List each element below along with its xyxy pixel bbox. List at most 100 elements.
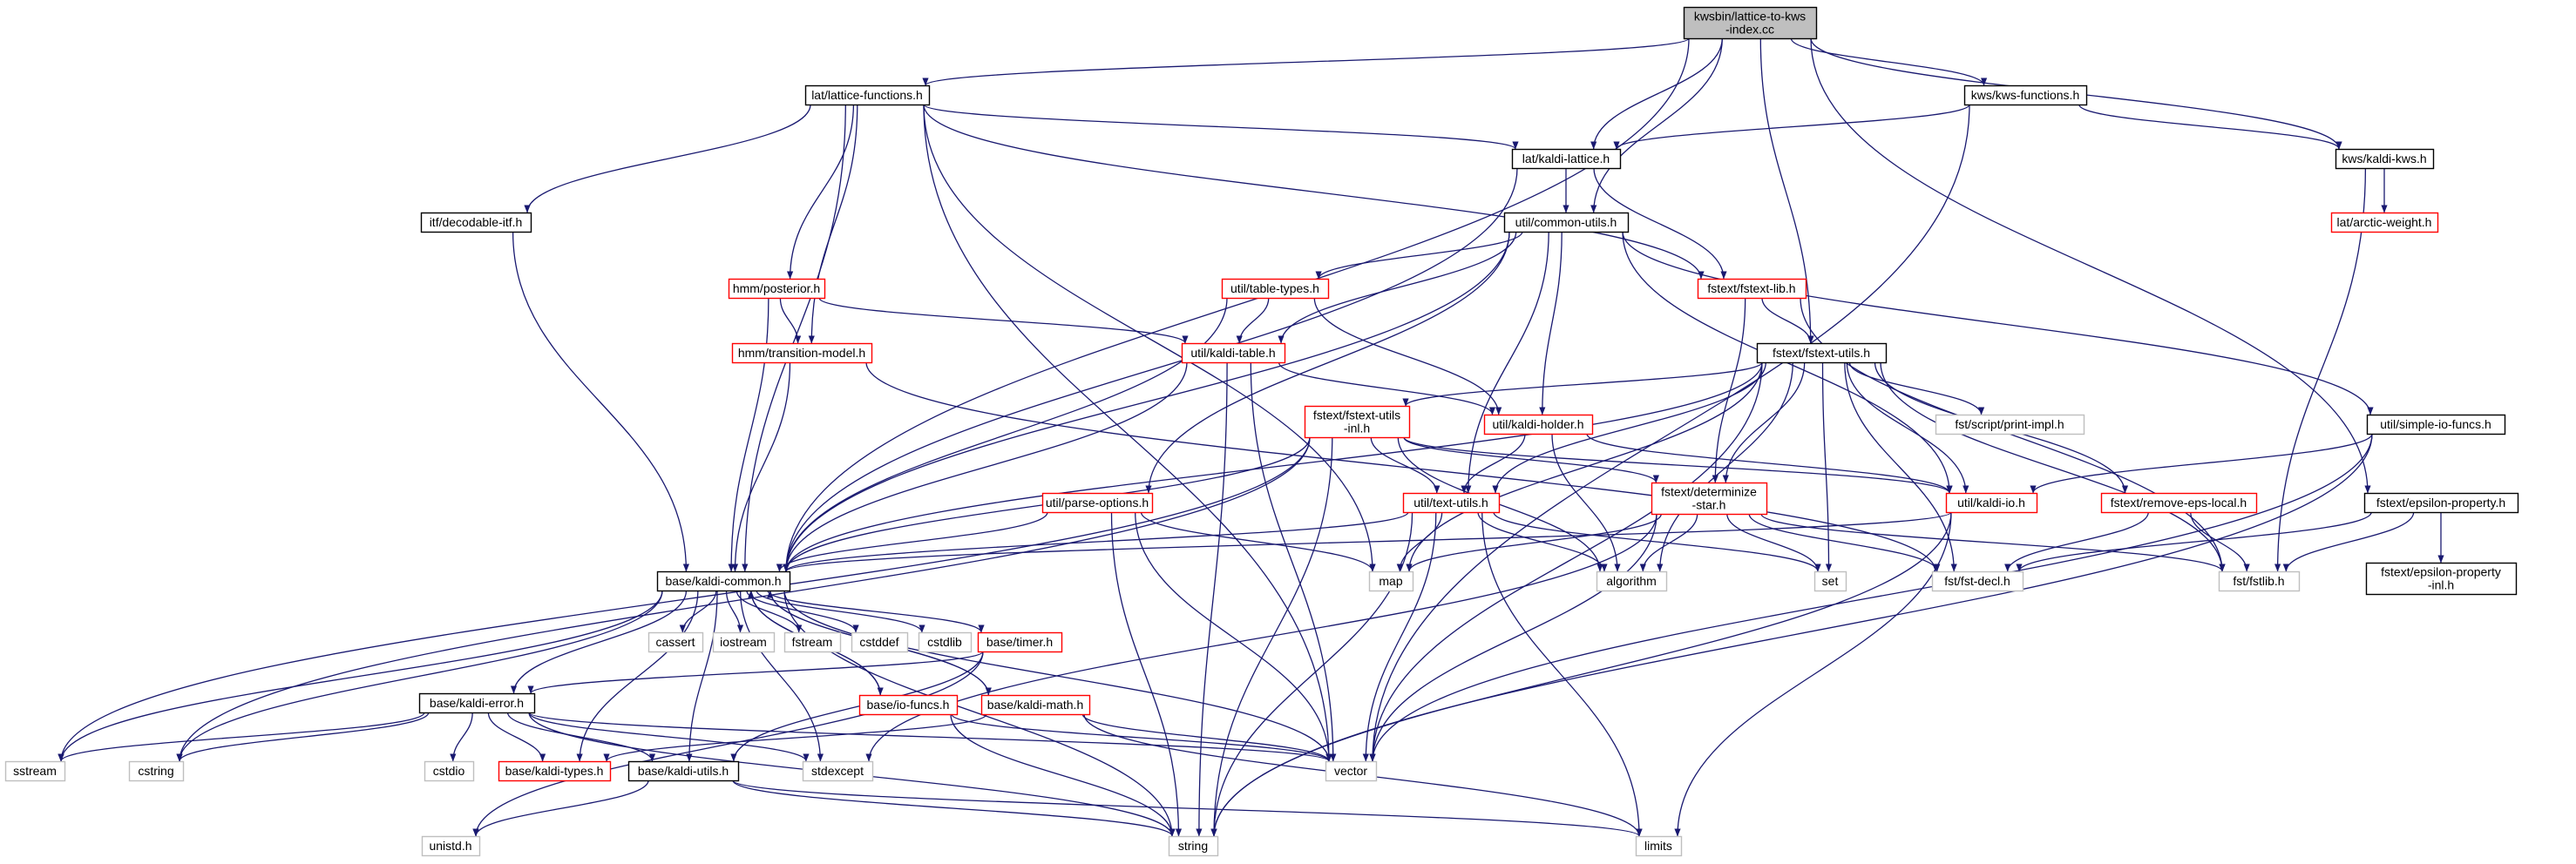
node-label: fstext/remove-eps-local.h [2111,496,2247,510]
node-kaldi-utils[interactable]: base/kaldi-utils.h [627,760,740,782]
edge-text-utils-to-set [1493,511,1821,572]
node-stdexcept[interactable]: stdexcept [802,760,874,782]
node-string[interactable]: string [1168,835,1219,857]
node-table-types[interactable]: util/table-types.h [1221,278,1330,300]
node-transition-model[interactable]: hmm/transition-model.h [731,342,873,364]
node-vector[interactable]: vector [1325,760,1378,782]
node-box [1483,414,1594,435]
edge-text-utils-to-map [1396,511,1443,572]
node-parse-options[interactable]: util/parse-options.h [1041,492,1154,514]
node-simple-io-funcs[interactable]: util/simple-io-funcs.h [2366,414,2506,435]
node-limits[interactable]: limits [1635,835,1683,857]
edge-kaldi-io-to-kaldi-common [783,511,1952,572]
edge-posterior-to-transition-model [779,297,802,344]
node-box [804,84,931,106]
node-set[interactable]: set [1813,570,1847,592]
node-iostream[interactable]: iostream [712,631,776,653]
edge-posterior-to-kaldi-table [818,297,1189,344]
edge-table-types-to-kaldi-holder [1313,297,1502,415]
node-cstdio[interactable]: cstdio [424,760,475,782]
node-timer[interactable]: base/timer.h [977,631,1063,653]
edge-fstext-utils-to-set [1821,361,1833,572]
node-fstext-lib[interactable]: fstext/fstext-lib.h [1697,278,1807,300]
node-cstddef[interactable]: cstddef [851,631,909,653]
edge-kaldi-holder-to-text-utils [1461,433,1526,494]
node-common-utils[interactable]: util/common-utils.h [1503,212,1630,233]
edge-determinize-star-to-algorithm [1639,513,1698,572]
edge-fstext-lib-to-fstext-utils [1761,297,1814,344]
node-fstext-utils[interactable]: fstext/fstext-utils.h [1756,342,1888,364]
node-remove-eps-local[interactable]: fstext/remove-eps-local.h [2100,492,2258,514]
node-kaldi-kws[interactable]: kws/kaldi-kws.h [2335,148,2435,170]
node-algorithm[interactable]: algorithm [1596,570,1668,592]
node-print-impl[interactable]: fst/script/print-impl.h [1935,414,2085,435]
edge-kaldi-common-to-kaldi-types [576,590,699,762]
edge-lat-functions-to-posterior [787,104,855,280]
node-label: util/common-utils.h [1515,215,1617,229]
node-box [1697,278,1807,300]
node-label: algorithm [1606,574,1657,588]
node-label: util/kaldi-holder.h [1492,417,1583,431]
node-map[interactable]: map [1368,570,1414,592]
node-decodable-itf[interactable]: itf/decodable-itf.h [420,212,532,233]
node-io-funcs[interactable]: base/io-funcs.h [858,694,959,716]
node-box [1945,492,2038,514]
node-kws-functions[interactable]: kws/kws-functions.h [1963,84,2088,106]
node-label: util/simple-io-funcs.h [2380,417,2491,431]
edge-io-funcs-to-string [950,713,1176,837]
node-posterior[interactable]: hmm/posterior.h [728,278,826,300]
node-box [2365,562,2518,596]
node-label: unistd.h [429,839,471,853]
node-box [1935,414,2085,435]
node-kaldi-types[interactable]: base/kaldi-types.h [498,760,612,782]
node-fstream[interactable]: fstream [783,631,842,653]
node-epsilon-property-inl[interactable]: fstext/epsilon-property-inl.h [2365,562,2518,596]
node-cstring[interactable]: cstring [128,760,185,782]
edge-kaldi-common-to-vector [783,590,1332,762]
node-box [1402,492,1501,514]
node-arctic-weight[interactable]: lat/arctic-weight.h [2330,212,2439,233]
node-box [1181,342,1286,364]
node-kaldi-lattice[interactable]: lat/kaldi-lattice.h [1511,148,1622,170]
node-sstream[interactable]: sstream [4,760,66,782]
edge-kaldi-error-to-kaldi-utils [506,712,656,762]
node-kaldi-table[interactable]: util/kaldi-table.h [1181,342,1286,364]
edge-determinize-star-to-vector [1369,513,1657,762]
node-kaldi-holder[interactable]: util/kaldi-holder.h [1483,414,1594,435]
node-root[interactable]: kwsbin/lattice-to-kws-index.cc [1683,6,1818,40]
node-fstext-utils-inl[interactable]: fstext/fstext-utils-inl.h [1304,405,1411,439]
node-text-utils[interactable]: util/text-utils.h [1402,492,1501,514]
node-label: fstext/epsilon-property.h [2376,496,2505,510]
node-label: fst/fst-decl.h [1944,574,2010,588]
edge-kaldi-common-to-fstream [736,590,803,633]
node-fstlib[interactable]: fst/fstlib.h [2218,570,2301,592]
node-box [498,760,612,782]
edge-root-to-kws-functions [1790,37,1988,86]
node-kaldi-error[interactable]: base/kaldi-error.h [418,692,536,714]
node-box [424,760,475,782]
node-label: util/kaldi-io.h [1957,496,2025,510]
node-kaldi-common[interactable]: base/kaldi-common.h [656,570,791,592]
edge-kaldi-error-to-kaldi-types [487,712,546,762]
node-label: itf/decodable-itf.h [430,215,523,229]
node-unistd[interactable]: unistd.h [421,835,481,857]
node-fst-decl[interactable]: fst/fst-decl.h [1931,570,2024,592]
edge-fstext-utils-inl-to-text-utils [1370,436,1441,494]
node-cstdlib[interactable]: cstdlib [918,631,973,653]
node-lat-functions[interactable]: lat/lattice-functions.h [804,84,931,106]
node-box [728,278,826,300]
edge-fstext-utils-to-algorithm [1657,361,1793,572]
node-determinize-star[interactable]: fstext/determinize-star.h [1651,482,1768,516]
node-box [656,570,791,592]
node-kaldi-io[interactable]: util/kaldi-io.h [1945,492,2038,514]
node-label: base/kaldi-types.h [505,764,604,778]
node-cassert[interactable]: cassert [647,631,704,653]
edge-kaldi-holder-to-kaldi-io [1586,433,1953,494]
node-kaldi-math[interactable]: base/kaldi-math.h [980,694,1091,716]
node-box [977,631,1063,653]
node-box [731,342,873,364]
node-label: set [1822,574,1839,588]
edge-timer-to-kaldi-error [527,651,984,694]
edge-lat-functions-to-fstext-lib [923,104,1705,280]
node-epsilon-property[interactable]: fstext/epsilon-property.h [2363,492,2519,514]
